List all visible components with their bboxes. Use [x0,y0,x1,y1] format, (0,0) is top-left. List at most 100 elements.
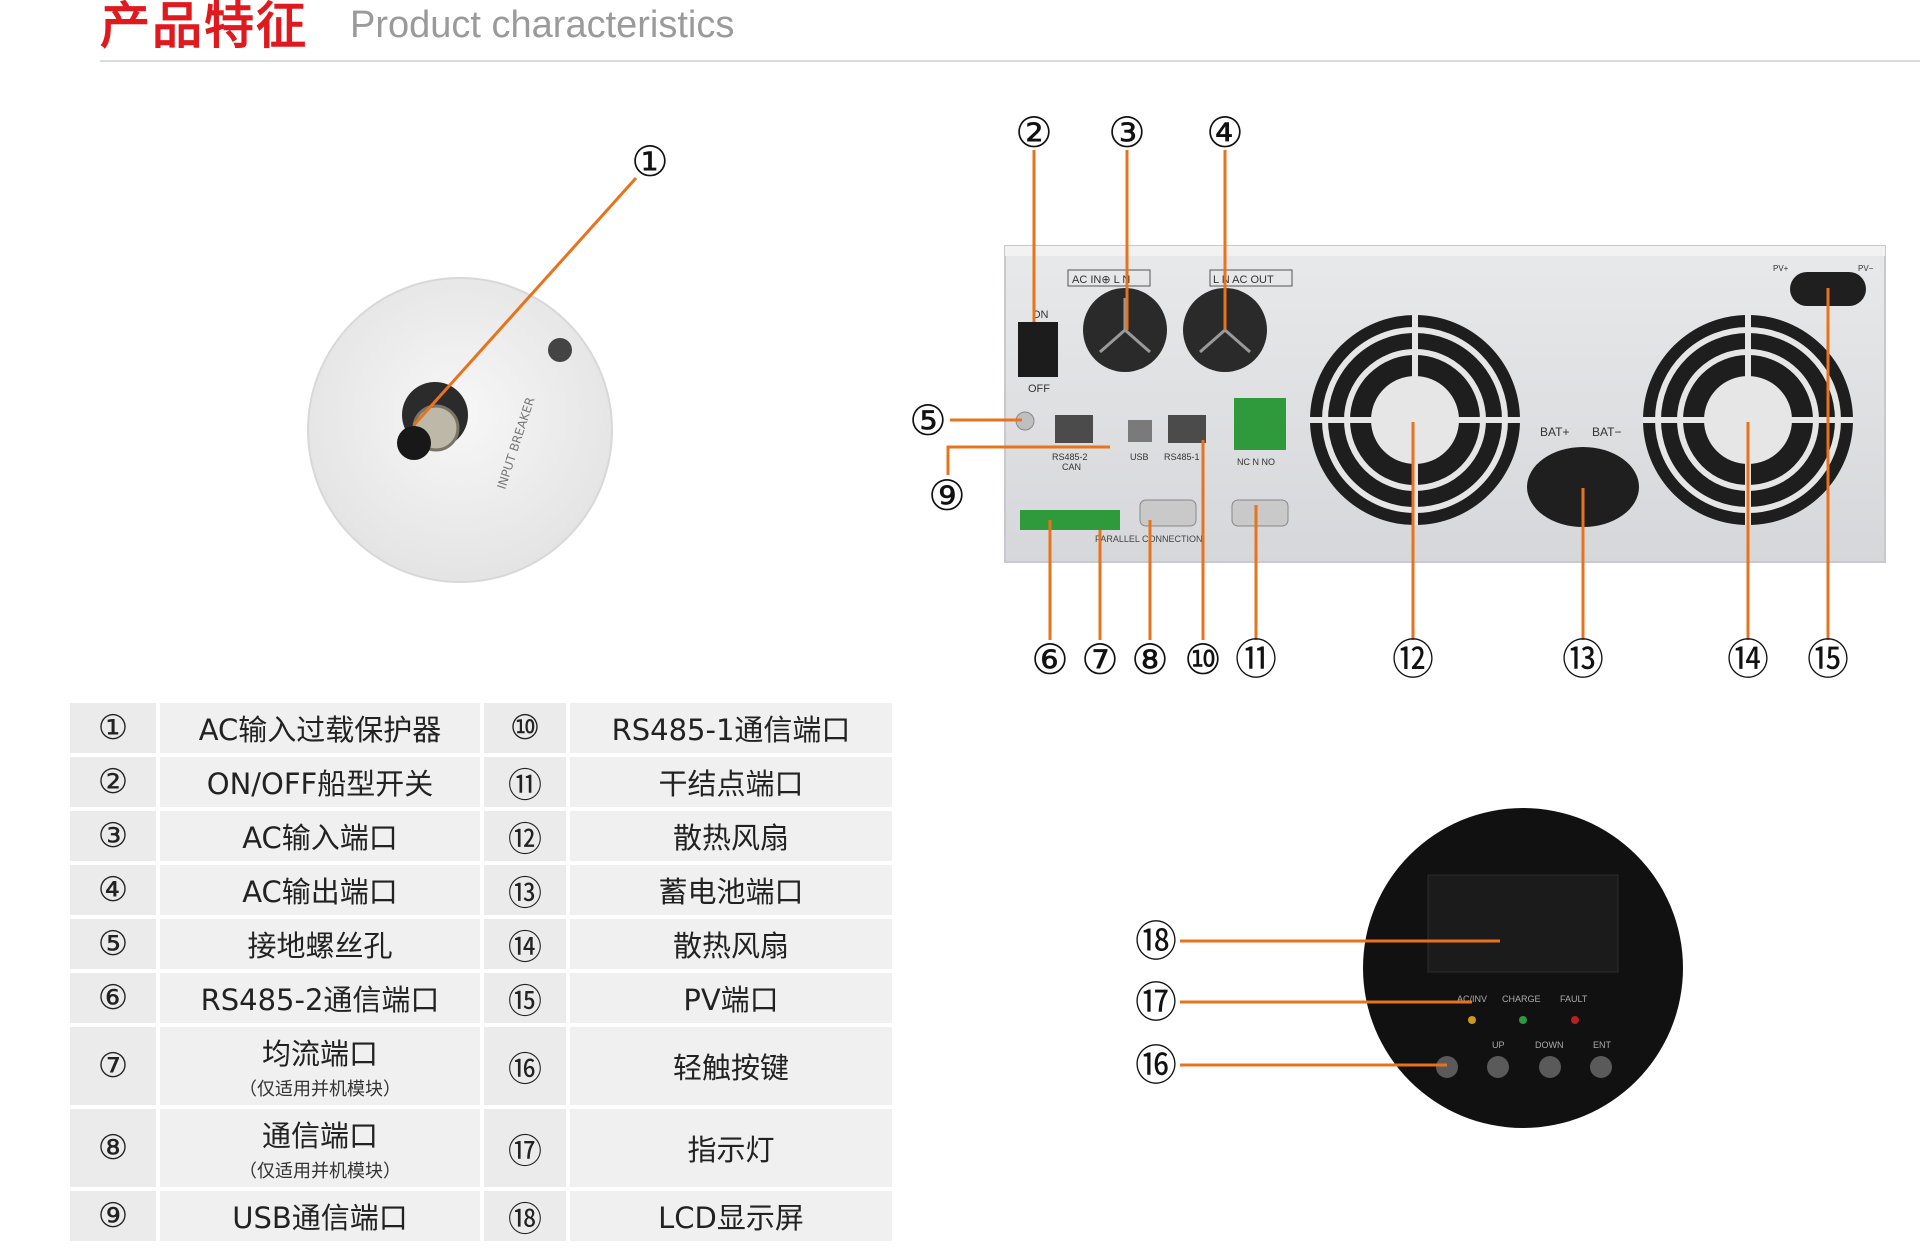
switch-on-label: ON [1032,309,1049,321]
leader-lines [412,150,1830,1067]
touch-button-down [1539,1056,1561,1078]
ac-out-label: L N AC OUT [1213,274,1274,286]
header-divider [100,60,1920,62]
legend-text: 轻触按键 [566,1027,892,1105]
callout-17: ⑰ [1135,978,1177,1027]
table-row: ⑧ 通信端口 （仅适用并机模块） ⑰ 指示灯 [70,1109,892,1187]
legend-text: 接地螺丝孔 [156,919,480,969]
callout-15: ⑮ [1807,635,1849,684]
legend-number: ⑱ [480,1191,566,1241]
legend-label: AC输入过载保护器 [198,713,442,747]
table-row: ⑥ RS485-2通信端口 ⑮ PV端口 [70,973,892,1023]
legend-number: ⑬ [480,865,566,915]
indicator-led-fault [1571,1016,1579,1024]
table-row: ⑦ 均流端口 （仅适用并机模块） ⑯ 轻触按键 [70,1027,892,1105]
legend-label: 通信端口 [261,1119,378,1153]
table-row: ⑨ USB通信端口 ⑱ LCD显示屏 [70,1191,892,1241]
table-row: ⑤ 接地螺丝孔 ⑭ 散热风扇 [70,919,892,969]
legend-number: ② [70,757,156,807]
rs485-1-label: RS485-1 [1164,452,1200,462]
front-panel: AC/INV CHARGE FAULT UP DOWN ENT [1363,808,1683,1128]
callout-8: ⑧ [1131,635,1169,684]
legend-text: 散热风扇 [566,811,892,861]
led-fault-label: FAULT [1560,994,1588,1004]
battery-port [1527,447,1639,527]
callout-18: ⑱ [1135,917,1177,966]
legend-number: ⑮ [480,973,566,1023]
dry-contact-label: NC N NO [1237,457,1275,467]
callout-5: ⑤ [909,396,947,445]
legend-number: ⑭ [480,919,566,969]
legend-number: ⑩ [480,703,566,753]
legend-text: PV端口 [566,973,892,1023]
legend-number: ⑯ [480,1027,566,1105]
btn-ent-label: ENT [1593,1040,1612,1050]
page-title-cn: 产品特征 [100,0,308,55]
switch-off-label: OFF [1028,383,1050,395]
led-acinv-label: AC/INV [1457,994,1487,1004]
bat-pos-label: BAT+ [1540,425,1569,439]
legend-number: ⑨ [70,1191,156,1241]
touch-button-1 [1436,1056,1458,1078]
callout-10: ⑩ [1184,635,1222,684]
legend-text: 蓄电池端口 [566,865,892,915]
legend-note: （仅适用并机模块） [239,1161,401,1182]
legend-text: 均流端口 （仅适用并机模块） [156,1027,480,1105]
callout-12: ⑫ [1392,635,1434,684]
callout-11: ⑪ [1235,635,1277,684]
rocker-switch [1018,322,1058,377]
legend-text: AC输出端口 [156,865,480,915]
legend-text: 指示灯 [566,1109,892,1187]
table-row: ① AC输入过载保护器 ⑩ RS485-1通信端口 [70,703,892,753]
rs485-1-port [1168,415,1206,443]
callout-14: ⑭ [1727,635,1769,684]
touch-button-ent [1590,1056,1612,1078]
cooling-fan-right [1643,315,1853,525]
legend-number: ③ [70,811,156,861]
legend-text: USB通信端口 [156,1191,480,1241]
lcd-screen [1427,874,1619,973]
parallel-comm-port-a [1139,499,1197,527]
current-share-port [1020,510,1120,530]
table-row: ② ON/OFF船型开关 ⑪ 干结点端口 [70,757,892,807]
usb-label: USB [1130,452,1149,462]
legend-number: ⑧ [70,1109,156,1187]
legend-number: ⑪ [480,757,566,807]
page-title-en: Product characteristics [350,4,735,46]
callout-6: ⑥ [1031,635,1069,684]
legend-number: ① [70,703,156,753]
cooling-fan-left [1310,315,1520,525]
legend-number: ⑦ [70,1027,156,1105]
legend-text: 干结点端口 [566,757,892,807]
indicator-led-charge [1519,1016,1527,1024]
can-label: CAN [1062,462,1081,472]
legend-number: ④ [70,865,156,915]
callout-7: ⑦ [1081,635,1119,684]
legend-number: ⑰ [480,1109,566,1187]
parallel-comm-port-b [1231,499,1289,527]
btn-down-label: DOWN [1535,1040,1564,1050]
legend-number: ⑥ [70,973,156,1023]
legend-text: AC输入过载保护器 [156,703,480,753]
legend-text: LCD显示屏 [566,1191,892,1241]
callout-3: ③ [1108,108,1146,157]
callout-9: ⑨ [928,471,966,520]
btn-up-label: UP [1492,1040,1505,1050]
legend-text: 散热风扇 [566,919,892,969]
indicator-led-acinv [1468,1016,1476,1024]
legend-text: 通信端口 （仅适用并机模块） [156,1109,480,1187]
rear-panel: ON OFF AC IN⊕ L N L N AC OUT RS485-2 CAN… [1004,245,1886,563]
usb-port [1128,420,1152,442]
legend-text: RS485-2通信端口 [156,973,480,1023]
legend-text: AC输入端口 [156,811,480,861]
ac-in-label: AC IN⊕ L N [1072,274,1130,286]
table-row: ④ AC输出端口 ⑬ 蓄电池端口 [70,865,892,915]
dry-contact-port [1234,398,1286,450]
pv-neg-label: PV− [1858,264,1874,273]
legend-table: ① AC输入过载保护器 ⑩ RS485-1通信端口 ② ON/OFF船型开关 ⑪… [70,703,892,1245]
rs485-2-port [1055,415,1093,443]
bat-neg-label: BAT− [1592,425,1621,439]
rs485-2-label: RS485-2 [1052,452,1088,462]
pv-pos-label: PV+ [1773,264,1789,273]
